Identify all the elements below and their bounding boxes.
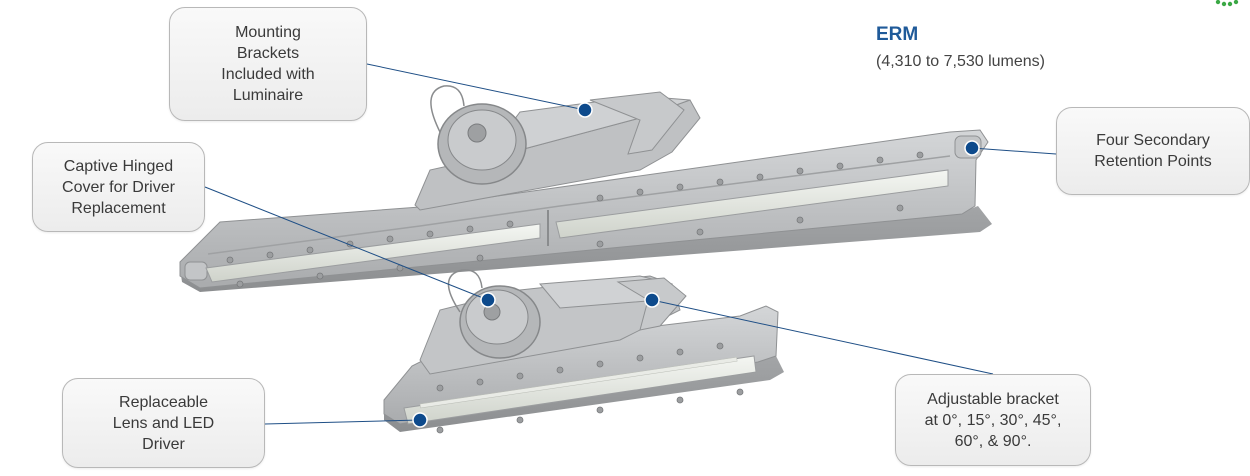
long-luminaire [179,85,992,292]
dot-mounting [577,102,593,118]
dot-retention [964,140,980,156]
callout-mounting-brackets: Mounting Brackets Included with Luminair… [169,7,367,121]
leader-captive [204,186,489,301]
product-title: ERM [876,24,919,45]
dot-captive [480,292,496,308]
leader-adjustable [651,299,994,375]
dot-lens [412,412,428,428]
callout-replaceable-lens: Replaceable Lens and LED Driver [62,378,265,468]
short-luminaire [383,269,784,434]
leader-lines [204,63,1057,425]
leader-retention [971,147,1057,155]
leader-lens [264,419,421,425]
dot-adjustable [644,292,660,308]
callout-retention-points: Four Secondary Retention Points [1056,107,1250,195]
callout-captive-cover: Captive Hinged Cover for Driver Replacem… [32,142,205,232]
brand-logo-fragment [1215,0,1239,7]
product-lumens: (4,310 to 7,530 lumens) [876,53,1045,70]
leader-mounting [366,63,586,111]
callout-adjustable-bracket: Adjustable bracket at 0°, 15°, 30°, 45°,… [895,374,1091,466]
